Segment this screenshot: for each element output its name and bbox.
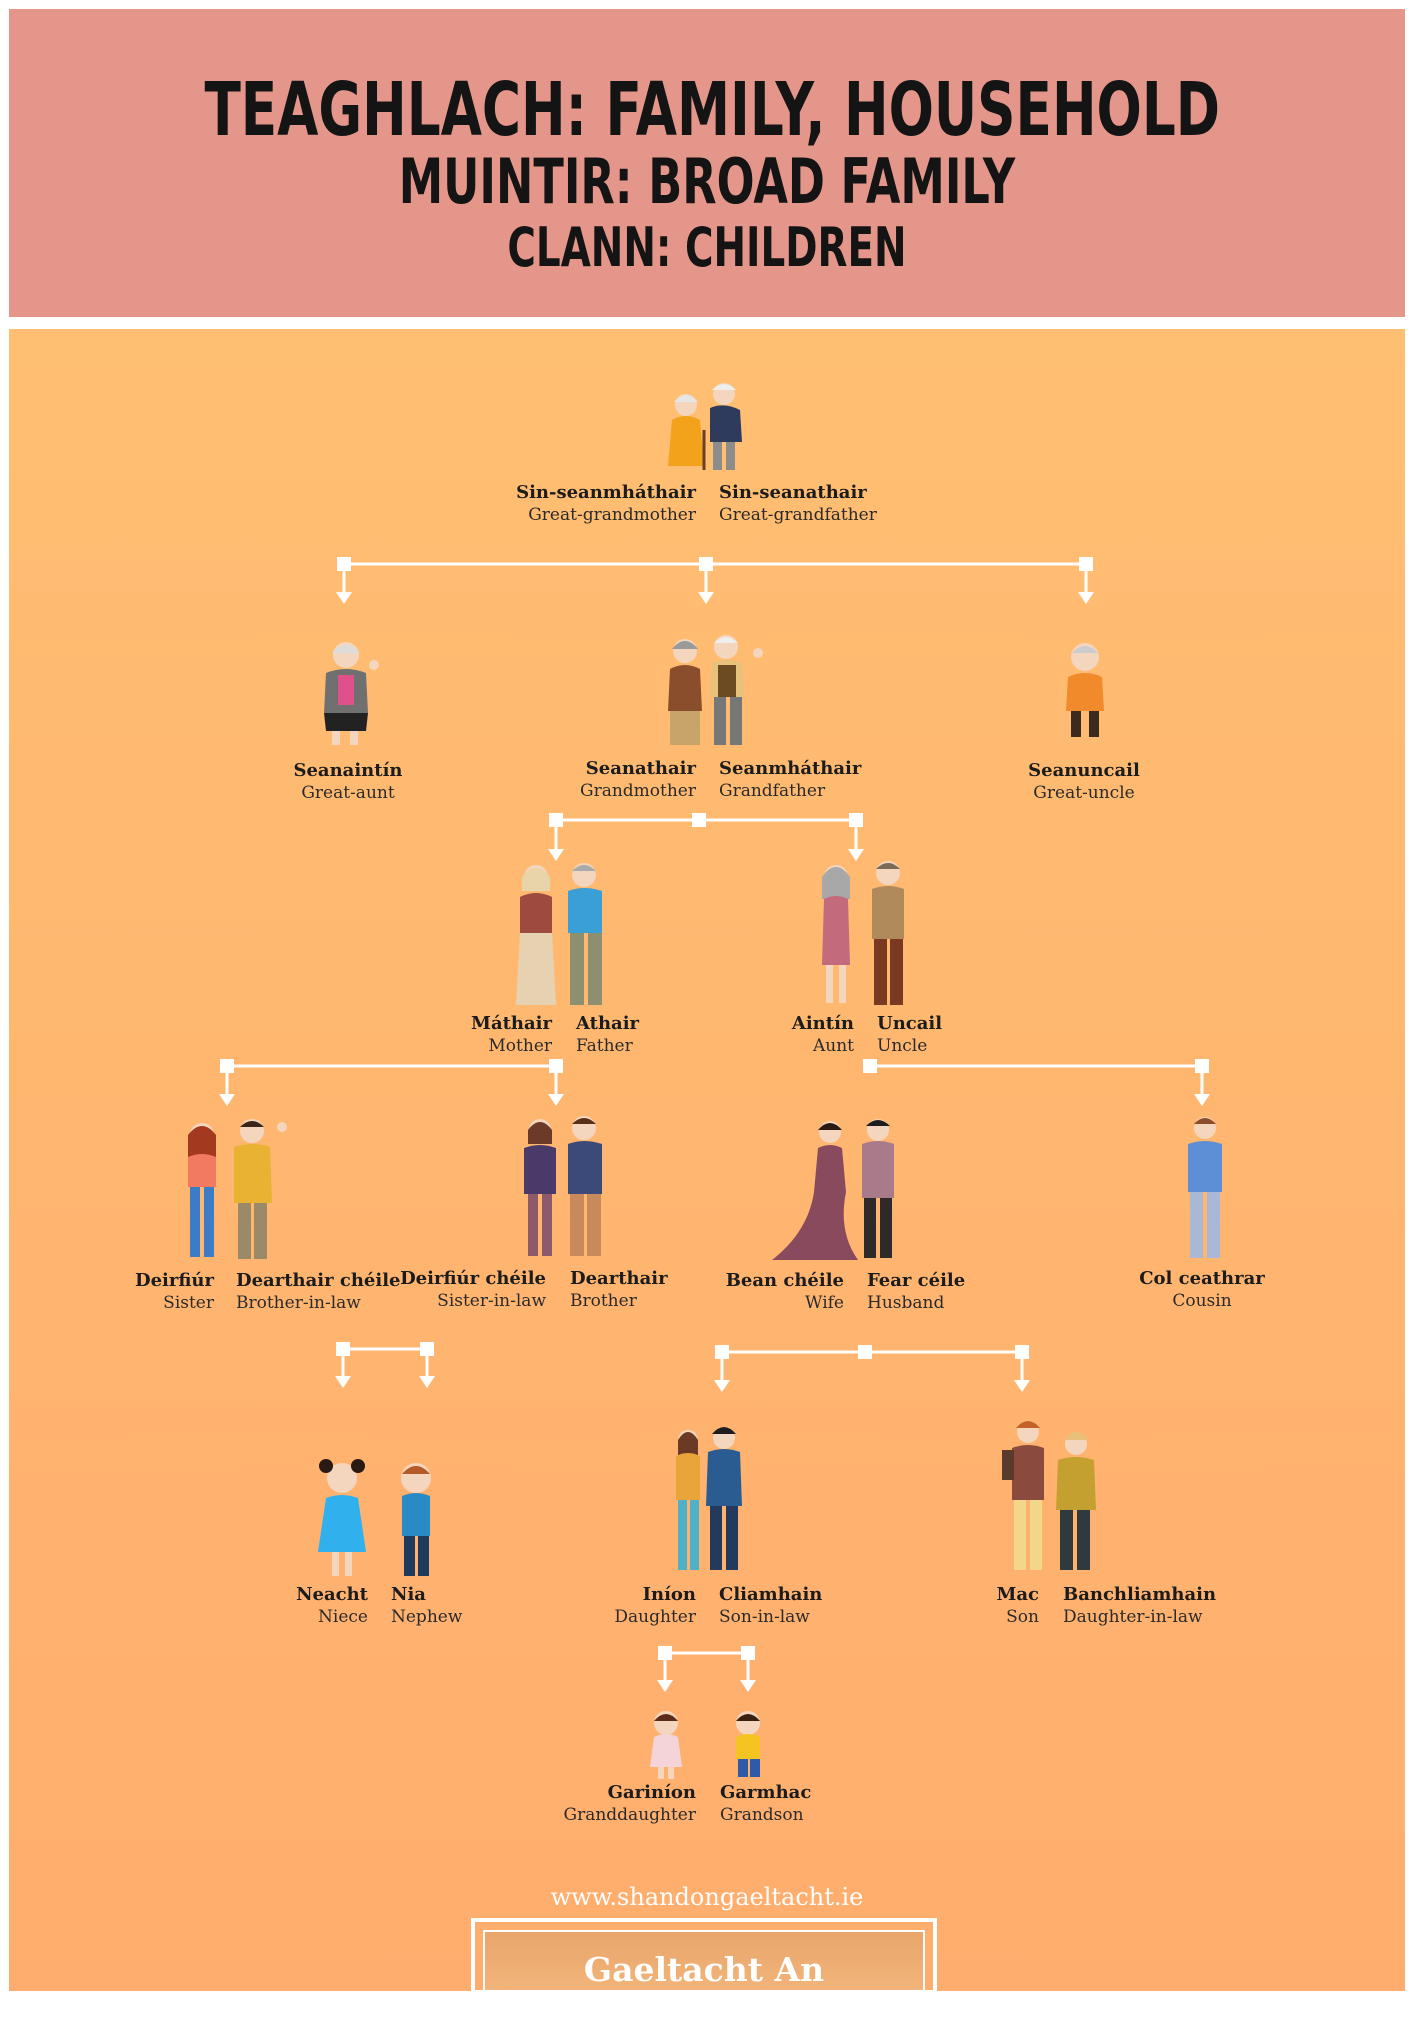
label-son-in-law: Cliamhain Son-in-law bbox=[719, 1584, 823, 1627]
great-uncle-figure bbox=[1066, 643, 1104, 737]
logo-text: Gaeltacht An tSeandúin bbox=[583, 1950, 825, 2028]
label-son: Mac Son bbox=[996, 1584, 1039, 1627]
label-mother: Máthair Mother bbox=[471, 1013, 552, 1056]
label-wife: Bean chéile Wife bbox=[725, 1270, 844, 1313]
label-daughter-in-law: Banchliamhain Daughter-in-law bbox=[1063, 1584, 1217, 1627]
label-grandfather: Seanmháthair Grandfather bbox=[719, 758, 862, 801]
label-brother: Dearthair Brother bbox=[570, 1268, 668, 1311]
label-great-uncle: Seanuncail Great-uncle bbox=[1028, 760, 1140, 803]
label-great-grandfather: Sin-seanathair Great-grandfather bbox=[719, 482, 877, 525]
title-teaghlach: Teaghlach: Family, Household bbox=[204, 67, 1221, 153]
great-aunt-figure bbox=[324, 642, 379, 745]
son-daughter-in-law-figure bbox=[1002, 1421, 1096, 1570]
label-great-grandmother: Sin-seanmháthair Great-grandmother bbox=[516, 482, 696, 525]
label-grandmother: Seanathair Grandmother bbox=[580, 758, 696, 801]
grandchildren-figure bbox=[650, 1711, 760, 1779]
title-muintir: Muintir: Broad Family bbox=[398, 145, 1016, 218]
label-brother-in-law: Dearthair chéile Brother-in-law bbox=[236, 1270, 401, 1313]
wife-husband-figure bbox=[772, 1119, 894, 1260]
parents-figure bbox=[516, 863, 602, 1005]
label-husband: Fear céile Husband bbox=[867, 1270, 966, 1313]
label-niece: Neacht Niece bbox=[296, 1584, 368, 1627]
header-banner: Teaghlach: Family, Household Muintir: Br… bbox=[9, 9, 1405, 317]
website-link[interactable]: www.shandongaeltacht.ie bbox=[550, 1883, 864, 1911]
label-cousin: Col ceathrar Cousin bbox=[1139, 1268, 1265, 1311]
label-sister: Deirfiúr Sister bbox=[134, 1270, 214, 1313]
grandparents-figure bbox=[668, 635, 763, 745]
logo-frame: Gaeltacht An tSeandúin bbox=[483, 1930, 925, 2028]
label-granddaughter: Gariníon Granddaughter bbox=[563, 1782, 697, 1825]
label-uncle: Uncail Uncle bbox=[877, 1013, 943, 1056]
sister-brother-in-law-figure bbox=[188, 1119, 287, 1259]
label-sister-in-law: Deirfiúr chéile Sister-in-law bbox=[400, 1268, 546, 1311]
label-grandson: Garmhac Grandson bbox=[720, 1782, 812, 1825]
daughter-son-in-law-figure bbox=[676, 1427, 742, 1570]
gaeltacht-logo: Gaeltacht An tSeandúin bbox=[471, 1918, 937, 2028]
label-nephew: Nia Nephew bbox=[391, 1584, 463, 1627]
label-daughter: Iníon Daughter bbox=[614, 1584, 696, 1627]
cousin-figure bbox=[1188, 1117, 1222, 1258]
sister-in-law-brother-figure bbox=[524, 1116, 602, 1256]
aunt-uncle-figure bbox=[822, 861, 904, 1005]
label-father: Athair Father bbox=[576, 1013, 640, 1056]
great-grandparents-figure bbox=[668, 383, 742, 470]
title-clann: Clann: Children bbox=[507, 216, 907, 279]
niece-nephew-figure bbox=[318, 1459, 431, 1576]
label-aunt: Aintín Aunt bbox=[791, 1013, 854, 1056]
label-great-aunt: Seanaintín Great-aunt bbox=[293, 760, 403, 803]
